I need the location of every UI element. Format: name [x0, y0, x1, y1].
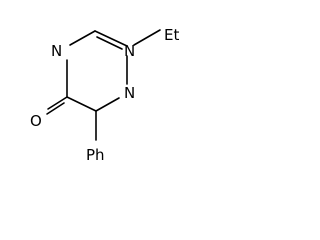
atom-n2-label: N — [124, 42, 135, 60]
bond-n4-c3 — [69, 30, 96, 46]
atom-o-label: O — [30, 112, 42, 130]
molecule-svg: N N N O Et Ph — [30, 26, 179, 164]
bond-c3-n2-inner — [96, 36, 123, 50]
bond-c5-o — [47, 96, 68, 110]
bond-c5-o-double — [46, 102, 65, 115]
substituent-phenyl-label: Ph — [86, 146, 105, 164]
bond-c3-n2-outer — [94, 30, 128, 47]
bond-c6-c5 — [66, 96, 97, 112]
atom-n1-label: N — [124, 84, 135, 102]
substituent-ethyl-label: Et — [164, 26, 179, 44]
molecule-diagram: N N N O Et Ph — [30, 26, 179, 164]
bond-n1-c6 — [95, 97, 120, 112]
bond-n2-et — [133, 29, 161, 46]
atom-n4-label: N — [51, 42, 62, 60]
